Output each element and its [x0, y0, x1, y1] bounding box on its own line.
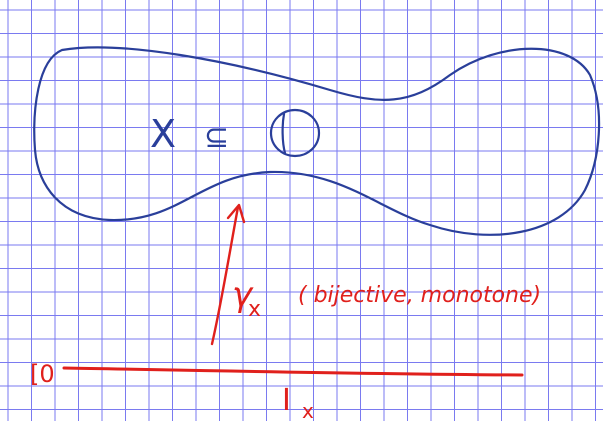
set-x-outline — [33, 46, 601, 236]
map-arrow-shaft — [210, 205, 240, 346]
map-symbol: γ — [232, 275, 254, 315]
disk-vertical-bar — [281, 112, 287, 155]
map-properties: ( bijective, monotone) — [298, 283, 541, 308]
set-symbol: X — [150, 112, 176, 156]
interval-line — [62, 366, 524, 377]
interval-symbol: I — [282, 383, 291, 418]
subset-symbol: ⊆ — [204, 120, 229, 155]
disk-circle — [269, 108, 321, 158]
interval-subscript: x — [302, 399, 314, 421]
map-arrow — [210, 203, 246, 346]
interval-endpoint-label: [0 — [30, 360, 55, 388]
map-label: γ x ( bijective, monotone) — [232, 275, 541, 322]
disk-icon — [269, 108, 321, 158]
set-membership-label: X ⊆ — [150, 112, 229, 156]
map-arrow-head — [226, 203, 246, 224]
interval: [0 I x — [30, 360, 524, 421]
map-subscript: x — [248, 297, 261, 322]
